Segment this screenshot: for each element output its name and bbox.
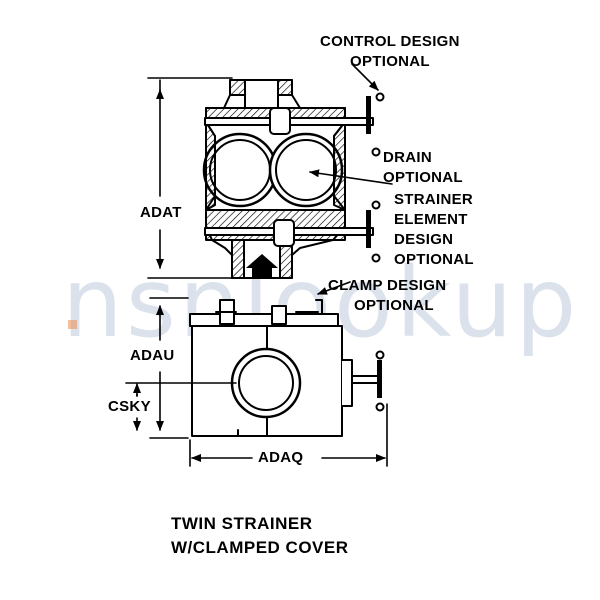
dim-label-adat: ADAT [140, 204, 182, 221]
dim-label-csky: CSKY [108, 398, 151, 415]
dim-label-adaq: ADAQ [258, 449, 304, 466]
watermark-dot [68, 320, 77, 329]
adau-dimension [149, 297, 189, 439]
leader-lines [309, 63, 393, 295]
strainer-element-line-2: ELEMENT [394, 211, 468, 228]
clamp-design-label: CLAMP DESIGN OPTIONAL [328, 276, 446, 316]
clamp-design-line-2: OPTIONAL [354, 297, 434, 314]
clamp-design-line-1: CLAMP DESIGN [328, 277, 447, 294]
control-design-line-1: CONTROL DESIGN [320, 33, 460, 50]
strainer-element-line-3: DESIGN [394, 231, 454, 248]
adat-dimension [147, 77, 233, 279]
control-design-line-2: OPTIONAL [350, 53, 430, 70]
strainer-section-view [202, 79, 385, 279]
drain-line-2: OPTIONAL [383, 169, 463, 186]
dim-label-adau: ADAU [130, 347, 175, 364]
caption-line-1: TWIN STRAINER [171, 514, 313, 533]
drain-label: DRAIN OPTIONAL [383, 148, 463, 188]
csky-dimension [125, 382, 237, 431]
strainer-element-label: STRAINER ELEMENT DESIGN OPTIONAL [394, 190, 474, 270]
drain-line-1: DRAIN [383, 149, 432, 166]
strainer-side-view [189, 299, 385, 437]
caption-line-2: W/CLAMPED COVER [171, 538, 349, 557]
strainer-element-line-1: STRAINER [394, 191, 474, 208]
strainer-element-line-4: OPTIONAL [394, 251, 474, 268]
control-design-label: CONTROL DESIGN OPTIONAL [320, 32, 460, 72]
adaq-dimension [189, 403, 388, 467]
